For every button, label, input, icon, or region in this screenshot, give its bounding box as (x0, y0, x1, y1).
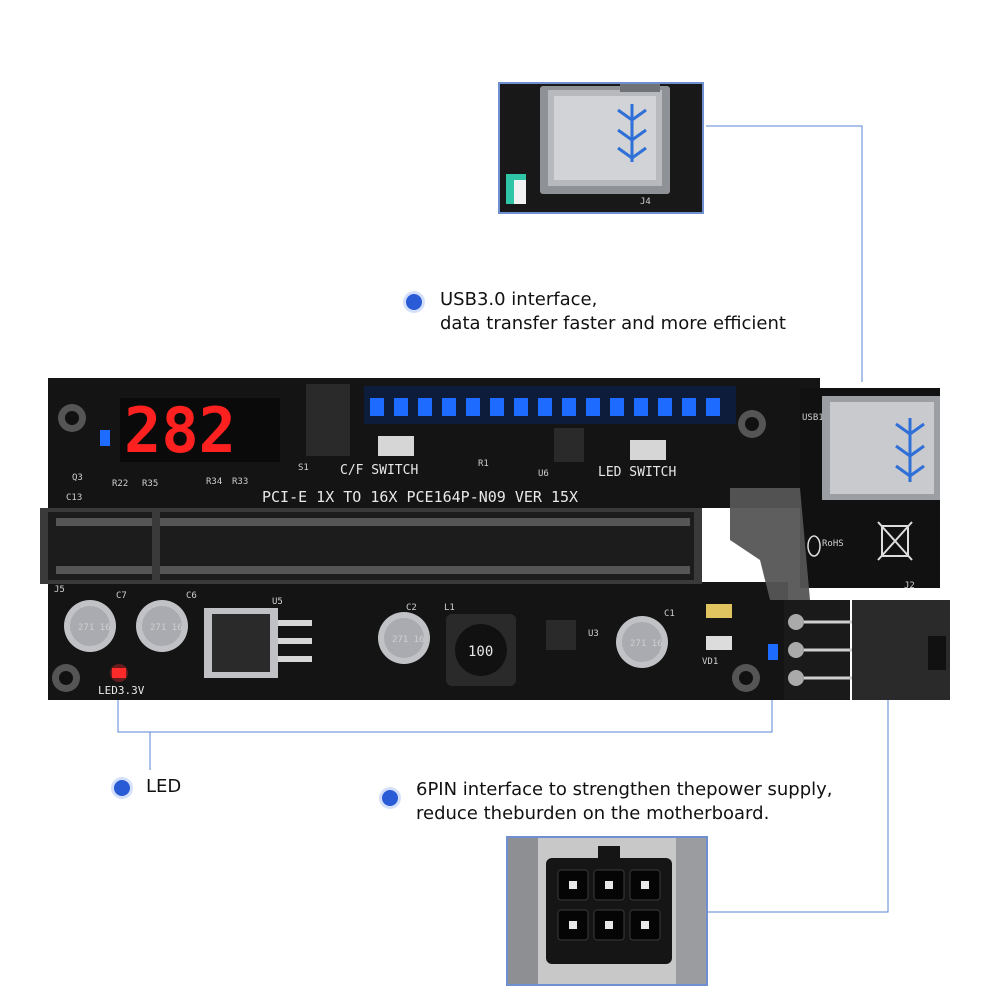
led-3v3-label: LED3.3V (98, 684, 145, 697)
usb-port-label: USB1 (802, 413, 824, 423)
power-callout-text: 6PIN interface to strengthen thepower su… (416, 778, 833, 826)
rohs-text: RoHS (822, 539, 844, 549)
ref-vd1: VD1 (702, 657, 718, 667)
cf-switch-label: C/F SWITCH (340, 463, 418, 478)
cap-c6-text: 271 16 (150, 623, 183, 633)
ref-u6: U6 (538, 469, 549, 479)
ref-r33: R33 (232, 477, 248, 487)
ref-s1: S1 (298, 463, 309, 473)
led-switch-label: LED SWITCH (598, 465, 676, 480)
rohs-leaf-icon (807, 535, 821, 557)
usb-closeup-inset: J4 (498, 82, 704, 214)
cap-c2-text: 271 16 (392, 635, 425, 645)
power-callout-line1: 6PIN interface to strengthen thepower su… (416, 779, 833, 800)
ref-j5: J5 (54, 585, 65, 595)
ref-r22: R22 (112, 479, 128, 489)
power-port-label: J2 (904, 581, 915, 591)
usb-callout-line2: data transfer faster and more efficient (440, 313, 786, 334)
usb-callout-line1: USB3.0 interface, (440, 289, 598, 310)
power-callout-line2: reduce theburden on the motherboard. (416, 803, 770, 824)
board-title-line: PCI-E 1X TO 16X PCE164P-N09 VER 15X (262, 488, 578, 506)
ref-u3: U3 (588, 629, 599, 639)
weee-bin-icon (877, 521, 913, 561)
ref-r35: R35 (142, 479, 158, 489)
ref-c1: C1 (664, 609, 675, 619)
display-digits: 282 (124, 394, 236, 467)
usb-callout-text: USB3.0 interface, data transfer faster a… (440, 288, 786, 336)
led-bullet-dot-icon (114, 780, 130, 796)
power-connector-inset (506, 836, 708, 986)
inductor-value: 100 (468, 644, 493, 660)
cap-c7-text: 271 16 (78, 623, 111, 633)
cap-c1-text: 271 16 (630, 639, 663, 649)
usb-bullet-dot-icon (406, 294, 422, 310)
ref-r34: R34 (206, 477, 222, 487)
ref-l1: L1 (444, 603, 455, 613)
ref-c6: C6 (186, 591, 197, 601)
usb-logo-icon (617, 104, 647, 162)
ref-r1: R1 (478, 459, 489, 469)
ref-c7: C7 (116, 591, 127, 601)
ref-c2: C2 (406, 603, 417, 613)
ref-u5: U5 (272, 597, 283, 607)
ref-q3: Q3 (72, 473, 83, 483)
ref-c13: C13 (66, 493, 82, 503)
power-bullet-dot-icon (382, 790, 398, 806)
led-callout-text: LED (146, 776, 182, 797)
svg-text:J4: J4 (640, 197, 651, 207)
